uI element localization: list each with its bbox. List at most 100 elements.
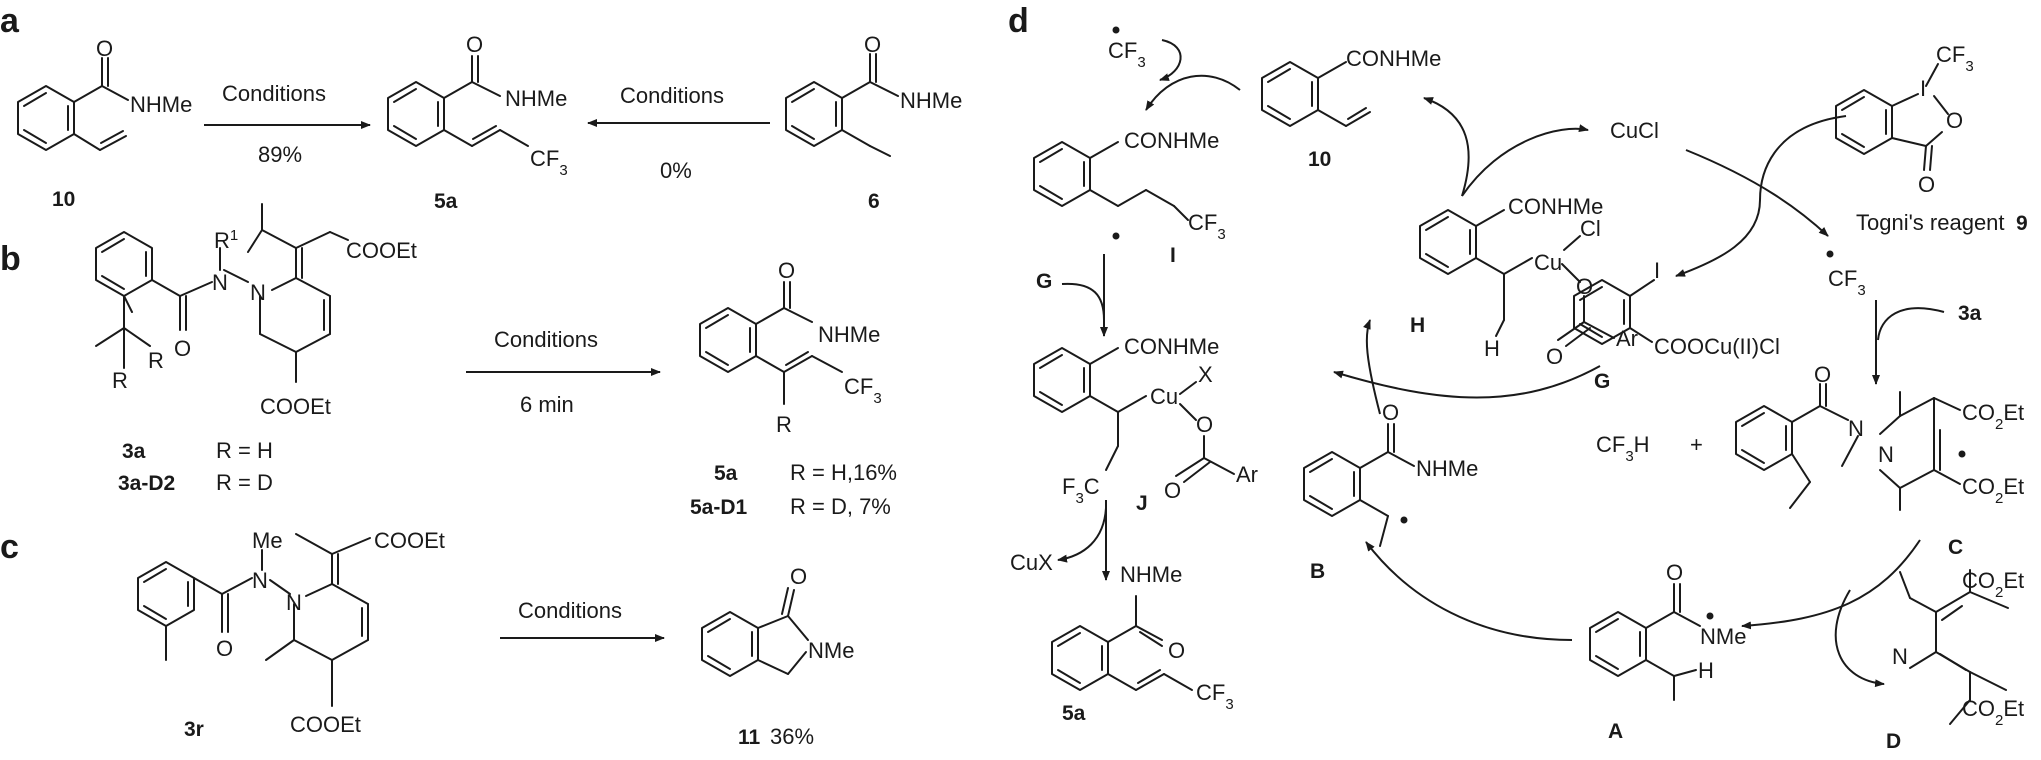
oxygen-label: O [778, 258, 795, 283]
amide-group-label: NHMe [505, 86, 567, 111]
cu-ester-label: COOCu(II)Cl [1654, 334, 1780, 359]
nitrogen-label: N [1848, 416, 1864, 441]
cux-label: CuX [1010, 550, 1053, 575]
arrow-A-to-B [1365, 541, 1573, 641]
radical-dot [1112, 26, 1120, 34]
intermediate-C-label: C [1948, 536, 1963, 559]
nitrogen-label: N [250, 280, 266, 305]
cucl-label: CuCl [1610, 118, 1659, 143]
cf3-group-label: CF3 [1196, 680, 1234, 713]
ester-group-label: CO2Et [1962, 400, 2024, 433]
chloride-label: Cl [1580, 216, 1601, 241]
amide-group-label: CONHMe [1508, 194, 1603, 219]
oxygen-label: O [1814, 362, 1831, 387]
oxygen-label: O [96, 36, 113, 61]
product-5a-d1-result: R = D, 7% [790, 494, 891, 519]
methyl-label: Me [252, 528, 283, 553]
amide-group-label: NHMe [818, 322, 880, 347]
intermediate-J-label: J [1136, 492, 1148, 515]
panel-label-c: c [0, 528, 19, 566]
n-methyl-label: NMe [808, 638, 854, 663]
ester-group-label: COOEt [260, 394, 331, 419]
hydrogen-label: H [1484, 336, 1500, 361]
oxygen-label: O [1918, 172, 1935, 197]
arrow-CuCl-to-CF3 [1685, 149, 1829, 237]
oxygen-label: O [1666, 560, 1683, 585]
compound-3r-label: 3r [184, 718, 204, 741]
radical-dot [1826, 250, 1834, 258]
arrow-H-to-CuCl [1461, 124, 1589, 197]
compound-3a-label: 3a [122, 440, 146, 463]
substituent-3a-d2: R = D [216, 470, 273, 495]
structure-compound-3a [95, 203, 349, 383]
compound-11-label: 11 [738, 726, 761, 749]
pyridine-nitrogen-label: N [1892, 644, 1908, 669]
structure-intermediate-I [1033, 141, 1189, 221]
conditions-label-b: Conditions [494, 327, 598, 352]
structure-compound-11 [701, 587, 809, 677]
intermediate-A-label: A [1608, 720, 1623, 743]
structure-intermediate-H [1419, 209, 1615, 347]
structure-intermediate-C [1735, 383, 1961, 511]
r-label: R [148, 348, 164, 373]
cf3-group-label: CF3 [530, 146, 568, 179]
oxygen-label: O [1946, 108, 1963, 133]
compound-5a-label: 5a [714, 462, 738, 485]
curved-arrow-H-to-10 [1423, 97, 1470, 197]
amide-group-label: NHMe [900, 88, 962, 113]
panel-label-d: d [1008, 2, 1029, 40]
compound-6-label: 6 [868, 190, 880, 213]
curved-arrow-cux [1057, 507, 1107, 563]
structure-compound-10-d [1261, 61, 1371, 127]
oxygen-label: O [1546, 344, 1563, 369]
cf3h-label: CF3H [1596, 432, 1650, 465]
nitrogen-label: N [212, 270, 228, 295]
nitrogen-label: N [286, 590, 302, 615]
ester-group-label: COOEt [346, 238, 417, 263]
ester-group-label: COOEt [374, 528, 445, 553]
structure-intermediate-A [1589, 583, 1701, 701]
togni-reagent-label: Togni's reagent [1856, 210, 2005, 235]
structure-intermediate-B [1303, 423, 1415, 547]
intermediate-G-label: G [1594, 370, 1610, 393]
compound-D-label: D [1886, 730, 1901, 753]
ester-group-label: CO2Et [1962, 696, 2024, 729]
oxygen-label: O [1164, 478, 1181, 503]
ester-group-label: COOEt [290, 712, 361, 737]
curved-arrow-to-I [1145, 74, 1241, 111]
iodine-label: I [1654, 258, 1660, 283]
oxygen-label: O [864, 32, 881, 57]
arrow-B-to-H [1363, 319, 1381, 415]
iodine-label: I [1920, 76, 1926, 101]
product-5a-result: R = H,16% [790, 460, 897, 485]
curved-arrow-cf3-addition [1159, 39, 1182, 81]
cf3-radical-label: CF3 [1828, 266, 1866, 299]
curved-arrow-3a [1877, 307, 1945, 341]
radical-dot [1112, 232, 1120, 240]
amide-group-label: CONHMe [1124, 334, 1219, 359]
r-label: R [776, 412, 792, 437]
compound-3a-d2-label: 3a-D2 [118, 472, 175, 495]
nitrogen-label: N [252, 568, 268, 593]
cf3-group-label: CF3 [1188, 210, 1226, 243]
structure-compound-D [1899, 569, 2009, 725]
compound-5a-label: 5a [434, 190, 458, 213]
cf3-group-label: CF3 [1936, 42, 1974, 75]
compound-10-label: 10 [1308, 148, 1331, 171]
cf3-radical-label: CF3 [1108, 38, 1146, 71]
yield-label-c: 36% [770, 724, 814, 749]
intermediate-H-label: H [1410, 314, 1425, 337]
plus-sign: + [1690, 432, 1703, 457]
arrow-C-to-A [1741, 539, 1921, 630]
product-5a-label: 5a [1062, 702, 1086, 725]
copper-label: Cu [1150, 384, 1178, 409]
yield-label-a-right: 0% [660, 158, 692, 183]
curved-arrow-to-D [1834, 589, 1885, 688]
oxygen-label: O [1382, 400, 1399, 425]
n-methyl-label: NMe [1700, 624, 1746, 649]
radical-dot [1400, 516, 1408, 524]
intermediate-I-label: I [1170, 244, 1176, 267]
r1-label: R1 [214, 227, 238, 254]
panel-label-b: b [0, 240, 21, 278]
